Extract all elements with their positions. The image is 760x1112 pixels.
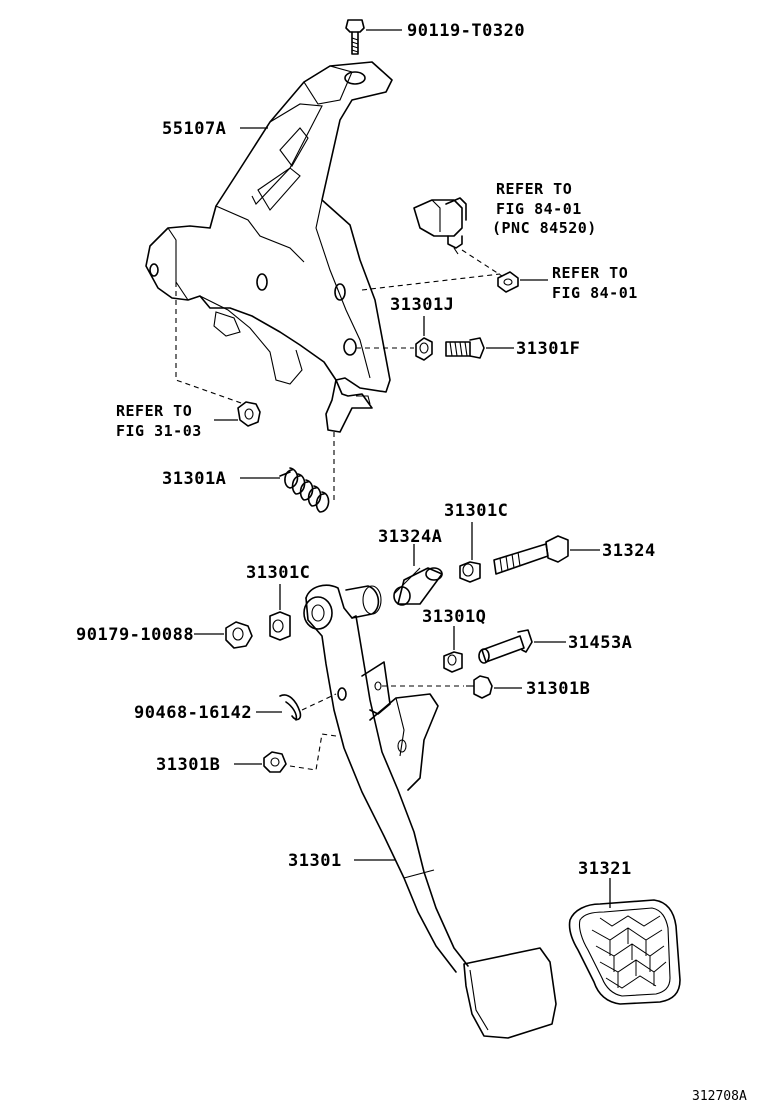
stop-lamp-switch — [413, 197, 467, 255]
brake-pedal-31301 — [303, 584, 557, 1039]
bushing-31301c-left — [269, 584, 291, 641]
diagram-code: 312708A — [692, 1089, 747, 1104]
nut-31301j — [415, 316, 433, 361]
pnc-84520: (PNC 84520) — [492, 219, 597, 237]
label-31301c-left: 31301C — [246, 563, 310, 583]
pin-31453a — [478, 629, 566, 664]
label-31301b-left: 31301B — [156, 755, 220, 775]
refer-to-84-01-a: REFER TO — [496, 180, 572, 198]
pedal-pad-31321 — [568, 878, 681, 1005]
label-31301j: 31301J — [390, 295, 454, 315]
label-90468-16142: 90468-16142 — [134, 703, 252, 723]
fig-84-01-a: FIG 84-01 — [496, 200, 582, 218]
bushing-31301c-top — [459, 522, 481, 583]
bushing-31301q — [443, 626, 463, 673]
clip-90468-16142 — [256, 693, 337, 721]
cushion-31301b-right — [382, 675, 522, 699]
switch-nut — [461, 249, 548, 293]
pedal-bracket-55107a — [145, 61, 393, 433]
fig-84-01-b: FIG 84-01 — [552, 284, 638, 302]
leader-switch-to-bracket — [361, 273, 501, 291]
label-31301: 31301 — [288, 851, 342, 871]
label-31301q: 31301Q — [422, 607, 486, 627]
label-31324a: 31324A — [378, 527, 442, 547]
spring-31301a — [240, 432, 335, 513]
bolt-31301f — [445, 337, 514, 359]
nut-90179-10088 — [194, 621, 253, 649]
label-31301c-top: 31301C — [444, 501, 508, 521]
label-31301f: 31301F — [516, 339, 580, 359]
bolt-31324 — [493, 535, 600, 575]
label-31321: 31321 — [578, 859, 632, 879]
label-31453a: 31453A — [568, 633, 632, 653]
nut-ref-31-03 — [175, 282, 261, 427]
cushion-31301b-left — [234, 733, 337, 773]
bolt-90119-t0320 — [345, 19, 402, 55]
label-31301a: 31301A — [162, 469, 226, 489]
collar-31324a — [393, 544, 443, 606]
refer-to-31-03: REFER TO — [116, 402, 192, 420]
label-55107a: 55107A — [162, 119, 226, 139]
label-90179-10088: 90179-10088 — [76, 625, 194, 645]
refer-to-84-01-b: REFER TO — [552, 264, 628, 282]
label-31301b-right: 31301B — [526, 679, 590, 699]
fig-31-03: FIG 31-03 — [116, 422, 202, 440]
label-90119-t0320: 90119-T0320 — [407, 21, 525, 41]
label-31324: 31324 — [602, 541, 656, 561]
